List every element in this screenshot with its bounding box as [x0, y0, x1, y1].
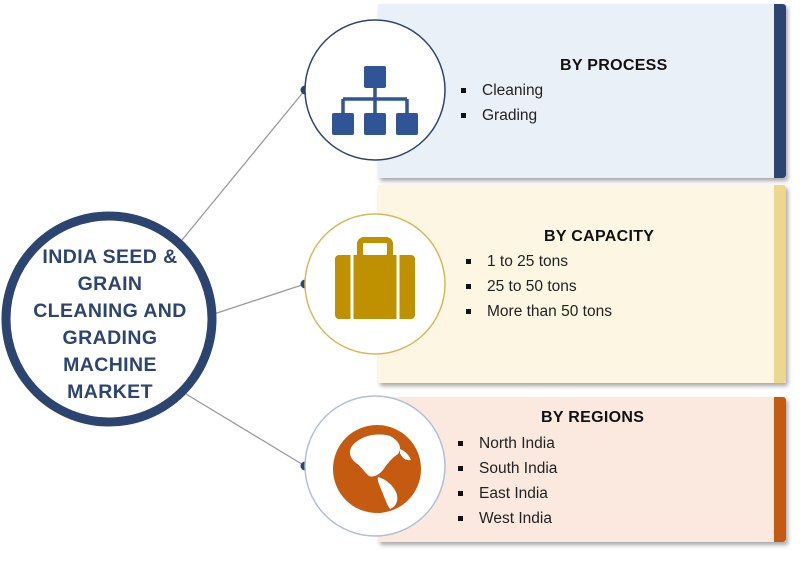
main-title-line: INDIA SEED & — [42, 246, 178, 268]
main-title-line: CLEANING AND — [33, 300, 187, 322]
list-item: Grading — [458, 103, 543, 128]
segment-title-process: BY PROCESS — [560, 57, 668, 74]
main-title-line: GRAIN — [77, 273, 143, 295]
globe-icon — [333, 425, 421, 513]
regions-icon-circle — [304, 395, 446, 537]
connector-process — [181, 89, 306, 241]
list-item: 1 to 25 tons — [463, 249, 612, 274]
list-item: 25 to 50 tons — [463, 274, 612, 299]
segment-title-capacity: BY CAPACITY — [544, 228, 655, 245]
main-title-line: MARKET — [67, 381, 153, 403]
segment-list-process: Cleaning Grading — [458, 78, 543, 128]
list-item: West India — [455, 506, 557, 531]
segment-list-regions: North India South India East India West … — [455, 431, 557, 531]
connector-capacity — [213, 283, 306, 315]
main-title-line: GRADING — [62, 327, 158, 349]
process-icon-circle — [304, 19, 446, 161]
main-title: INDIA SEED & GRAIN CLEANING AND GRADING … — [15, 244, 205, 406]
panel-edge — [774, 397, 786, 542]
main-circle — [1, 211, 217, 427]
segment-title-regions: BY REGIONS — [541, 409, 645, 426]
list-item: North India — [455, 431, 557, 456]
main-title-line: MACHINE — [63, 354, 157, 376]
suitcase-icon — [335, 237, 415, 319]
panel-edge — [774, 185, 786, 383]
panel-edge — [774, 4, 786, 178]
list-item: More than 50 tons — [463, 299, 612, 324]
list-item: East India — [455, 481, 557, 506]
list-item: South India — [455, 456, 557, 481]
segment-list-capacity: 1 to 25 tons 25 to 50 tons More than 50 … — [463, 249, 612, 324]
capacity-icon-circle — [304, 213, 446, 355]
list-item: Cleaning — [458, 78, 543, 103]
connector-regions — [185, 393, 306, 467]
hierarchy-icon — [332, 66, 418, 135]
